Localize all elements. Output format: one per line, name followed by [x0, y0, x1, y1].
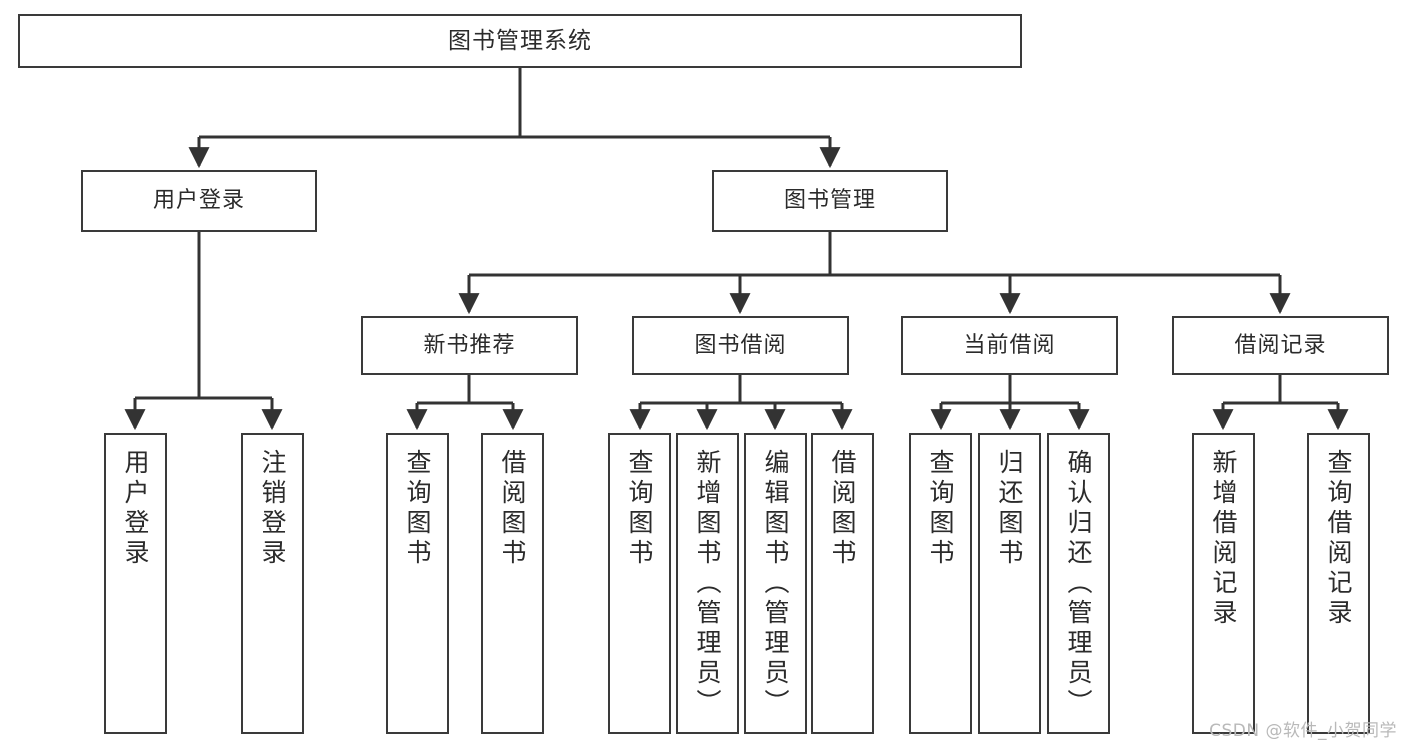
node-new-book-recommend[interactable]: 新书推荐 — [361, 316, 578, 375]
node-current-borrow[interactable]: 当前借阅 — [901, 316, 1118, 375]
node-label: 用户登录 — [121, 449, 150, 569]
leaf-new-book-borrow-book[interactable]: 借阅图书 — [481, 433, 544, 734]
node-label: 图书管理系统 — [448, 27, 592, 54]
node-book-management[interactable]: 图书管理 — [712, 170, 948, 232]
node-label: 图书借阅 — [694, 332, 787, 358]
leaf-book-borrow-add-book-admin[interactable]: 新增图书（管理员） — [676, 433, 739, 734]
node-borrow-record[interactable]: 借阅记录 — [1172, 316, 1389, 375]
node-label: 查询图书 — [625, 449, 654, 569]
leaf-book-borrow-edit-book-admin[interactable]: 编辑图书（管理员） — [744, 433, 807, 734]
node-root-book-management-system[interactable]: 图书管理系统 — [18, 14, 1022, 68]
leaf-current-borrow-return-book[interactable]: 归还图书 — [978, 433, 1041, 734]
leaf-user-login-logout[interactable]: 注销登录 — [241, 433, 304, 734]
node-label: 借阅记录 — [1234, 332, 1327, 358]
node-label: 归还图书 — [995, 449, 1024, 569]
leaf-book-borrow-borrow-book[interactable]: 借阅图书 — [811, 433, 874, 734]
node-label: 用户登录 — [152, 188, 245, 214]
node-label: 新书推荐 — [423, 332, 516, 358]
leaf-new-book-query-book[interactable]: 查询图书 — [386, 433, 449, 734]
node-label: 确认归还（管理员） — [1064, 449, 1093, 719]
csdn-watermark: CSDN @软件_小贺同学 — [1209, 721, 1397, 741]
node-user-login[interactable]: 用户登录 — [81, 170, 317, 232]
node-label: 图书管理 — [783, 188, 876, 214]
node-book-borrow[interactable]: 图书借阅 — [632, 316, 849, 375]
leaf-current-borrow-confirm-return-admin[interactable]: 确认归还（管理员） — [1047, 433, 1110, 734]
leaf-book-borrow-query-book[interactable]: 查询图书 — [608, 433, 671, 734]
node-label: 编辑图书（管理员） — [761, 449, 790, 719]
node-label: 注销登录 — [258, 449, 287, 569]
node-label: 查询图书 — [926, 449, 955, 569]
node-label: 借阅图书 — [828, 449, 857, 569]
node-label: 查询借阅记录 — [1324, 449, 1353, 629]
node-label: 查询图书 — [403, 449, 432, 569]
leaf-user-login-login[interactable]: 用户登录 — [104, 433, 167, 734]
node-label: 新增借阅记录 — [1209, 449, 1238, 629]
node-label: 当前借阅 — [963, 332, 1056, 358]
node-label: 借阅图书 — [498, 449, 527, 569]
node-label: 新增图书（管理员） — [693, 449, 722, 719]
leaf-borrow-record-add-record[interactable]: 新增借阅记录 — [1192, 433, 1255, 734]
leaf-current-borrow-query-book[interactable]: 查询图书 — [909, 433, 972, 734]
leaf-borrow-record-query-record[interactable]: 查询借阅记录 — [1307, 433, 1370, 734]
